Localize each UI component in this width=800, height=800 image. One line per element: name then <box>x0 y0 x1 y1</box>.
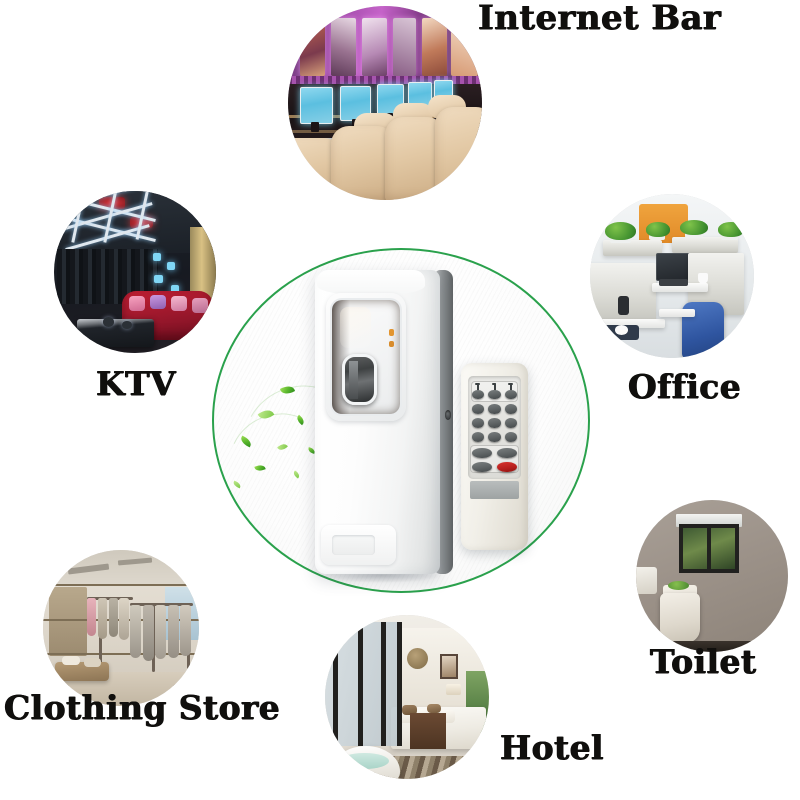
remote-button[interactable] <box>488 431 501 442</box>
scenario-label-office: Office <box>628 367 742 406</box>
remote-button[interactable] <box>504 417 517 428</box>
scenario-photo-ktv <box>54 191 216 353</box>
scenario-label-ktv: KTV <box>96 364 177 403</box>
scenario-label-internet-bar: Internet Bar <box>478 0 722 38</box>
remote-wide-button[interactable] <box>472 461 492 473</box>
scenario-label-hotel: Hotel <box>500 728 604 767</box>
device-front-body <box>314 270 440 574</box>
remote-wide-button[interactable] <box>472 447 492 458</box>
device-spray-nozzle <box>342 354 378 406</box>
device-window-frame <box>326 293 406 421</box>
scenario-label-toilet: Toilet <box>650 642 757 681</box>
remote-display-strip <box>469 480 520 500</box>
remote-button[interactable] <box>488 417 501 428</box>
remote-button[interactable] <box>472 431 485 442</box>
device-lower-panel <box>321 525 396 565</box>
scenario-label-clothing-store: Clothing Store <box>4 688 281 727</box>
hero-product-circle <box>212 248 590 593</box>
remote-power-button[interactable] <box>497 461 517 473</box>
remote-button[interactable] <box>504 403 517 414</box>
scenario-photo-internet-bar <box>288 6 482 200</box>
device-top-curve <box>317 270 425 295</box>
aroma-diffuser-device <box>314 270 454 584</box>
remote-button[interactable] <box>472 389 485 400</box>
scenario-photo-clothing-store <box>43 550 199 706</box>
device-sensor-hole <box>445 410 452 420</box>
remote-button[interactable] <box>488 389 501 400</box>
scenario-photo-hotel <box>325 615 489 779</box>
remote-button[interactable] <box>472 403 485 414</box>
remote-button[interactable] <box>504 389 517 400</box>
remote-button[interactable] <box>488 403 501 414</box>
remote-control[interactable] <box>460 362 529 551</box>
scenario-photo-toilet <box>636 500 788 652</box>
remote-button[interactable] <box>472 417 485 428</box>
remote-button[interactable] <box>504 431 517 442</box>
scenario-photo-office <box>590 194 754 358</box>
remote-wide-button[interactable] <box>497 447 517 458</box>
device-side-panel <box>435 270 454 574</box>
